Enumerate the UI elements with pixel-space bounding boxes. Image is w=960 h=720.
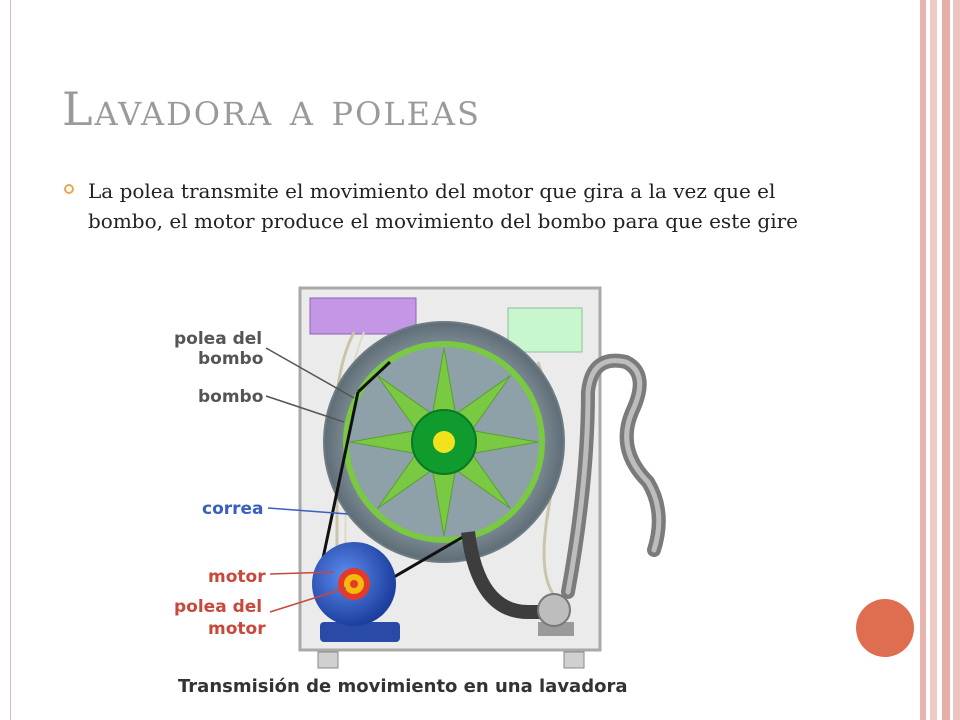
foot-right [563,651,585,669]
pump-body [537,593,571,627]
leader-motor [269,571,335,575]
label-polea-bombo-1: polea del [174,329,262,349]
control-panel-green [507,307,583,353]
label-polea-motor-1: polea del [174,597,262,617]
label-motor: motor [208,567,266,587]
drain-hose [461,531,548,619]
leader-polea-motor [269,587,347,613]
leader-polea-bombo [265,347,355,399]
label-polea-motor-2: motor [208,619,266,639]
motor-base [320,622,400,642]
diagram-caption: Transmisión de movimiento en una lavador… [178,676,627,697]
slide-title: Lavadora a poleas [62,82,481,136]
accent-circle [856,599,914,657]
label-bombo: bombo [198,387,263,407]
motor-pulley-core [350,580,358,588]
control-panel-purple [309,297,417,335]
label-polea-bombo-2: bombo [198,349,263,369]
bullet-text: La polea transmite el movimiento del mot… [88,179,799,233]
leader-correa [267,507,349,515]
left-frame-line [10,0,11,720]
right-frame-stripes [918,0,960,720]
drum-axle [433,431,455,453]
pump-base [538,622,574,636]
bullet-marker-icon [64,184,74,194]
label-correa: correa [202,499,264,519]
belt-left [316,391,360,583]
leader-bombo [265,395,345,423]
washing-machine-diagram: polea del bombo bombo correa motor polea… [174,286,666,697]
foot-left [317,651,339,669]
outlet-hose-highlight [565,358,662,595]
belt-top [356,360,392,394]
